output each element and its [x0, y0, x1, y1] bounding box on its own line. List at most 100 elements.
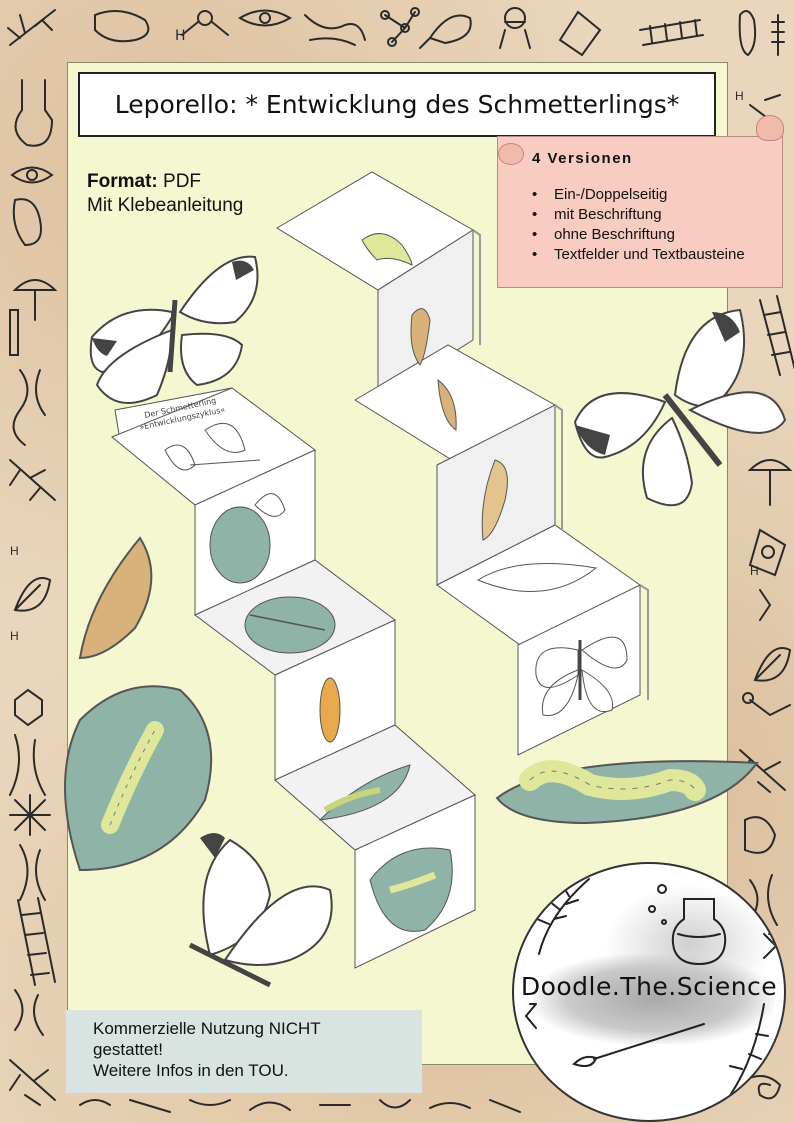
strip-shadow	[472, 229, 649, 700]
leporello-right-strip	[276, 171, 649, 756]
svg-text:H: H	[10, 629, 19, 643]
pupa-icon	[437, 378, 457, 431]
bacterium-doodle-icon	[419, 14, 472, 49]
version-item: Textfelder und Textbausteine	[554, 246, 745, 263]
cabbage-white-butterfly-right-icon	[573, 308, 787, 507]
brand-logo: Doodle.The.Science	[512, 862, 786, 1122]
molecule-doodle-icon: H	[175, 28, 186, 44]
network-doodle-icon	[380, 7, 420, 47]
version-item: mit Beschriftung	[554, 206, 662, 223]
mating-butterflies-icon	[164, 422, 261, 471]
egg-icon	[319, 677, 341, 743]
worm-doodle-icon	[304, 14, 366, 41]
pupa-icon	[410, 308, 431, 366]
bullet-icon: •	[532, 206, 538, 223]
bottom-row-doodles	[79, 1099, 521, 1113]
leaf-left-icon	[13, 577, 52, 612]
atom-doodle-icon	[197, 10, 213, 26]
cell-diamond-icon	[748, 528, 787, 577]
bacteria-left-icon	[12, 198, 42, 247]
notice-line3: Weitere Infos in den TOU.	[93, 1061, 289, 1080]
cell-doodle-icon	[238, 9, 292, 27]
notice-line1: Kommerzielle Nutzung NICHT	[93, 1019, 321, 1038]
format-value: PDF	[163, 171, 202, 192]
cell-right-icon	[744, 816, 777, 854]
chrysalis-icon	[78, 536, 153, 660]
tubes-left-icon	[9, 734, 46, 796]
small-caterpillar-icon	[323, 787, 381, 813]
hexagon-left-icon	[14, 688, 43, 727]
caterpillar-icon	[361, 233, 413, 266]
license-notice: Kommerzielle Nutzung NICHT gestattet! We…	[66, 1010, 422, 1093]
chevron-left-icon	[524, 1003, 537, 1029]
butterfly-side-icon	[476, 563, 598, 593]
butterfly-on-leaf-icon	[254, 493, 286, 517]
cabbage-white-butterfly-icon	[89, 255, 259, 404]
mushroom-right-icon	[747, 459, 793, 506]
atoms-right-icon	[749, 699, 791, 716]
butterfly-bottom-icon	[188, 833, 333, 988]
eaten-leaf-icon	[369, 847, 453, 932]
leaf-right-icon	[753, 647, 792, 682]
flask-icon	[671, 898, 727, 966]
branch-icon	[723, 1003, 769, 1105]
list-item: • mit Beschriftung	[532, 205, 782, 225]
star-cell-icon	[9, 794, 51, 836]
branch-icon	[536, 878, 590, 955]
hatching-butterfly-icon	[481, 459, 508, 541]
cell-dish-doodle-icon	[558, 10, 602, 57]
svg-text:H: H	[750, 564, 759, 578]
versions-list: • Ein-/Doppelseitig • mit Beschriftung • oh…	[532, 185, 782, 265]
tube-doodle-icon	[9, 309, 19, 356]
versions-heading: 4 Versionen	[532, 150, 633, 167]
logo-wordmark: Doodle.The.Science	[520, 972, 778, 1001]
version-item: ohne Beschriftung	[554, 226, 675, 243]
leaf-spine-icon	[771, 14, 785, 56]
scroll-curl-right	[756, 115, 784, 141]
bullet-icon: •	[532, 226, 538, 243]
page-title: Leporello: * Entwicklung des Schmetterli…	[78, 72, 716, 137]
wave-bottom-left-icon	[14, 989, 44, 1036]
butterfly-icon	[535, 636, 628, 716]
svg-text:H: H	[10, 544, 19, 558]
bullet-icon: •	[532, 246, 538, 263]
version-item: Ein-/Doppelseitig	[554, 186, 668, 203]
ladder-right-icon	[759, 295, 794, 376]
logo-doodles	[524, 878, 778, 1105]
list-item: • Textfelder und Textbausteine	[532, 245, 782, 265]
scroll-curl	[498, 143, 524, 165]
caterpillar-on-leaf-icon	[389, 871, 437, 894]
title-text: Leporello: * Entwicklung des Schmetterli…	[114, 90, 680, 119]
tree-left-icon	[9, 459, 56, 501]
ladder-left-icon	[17, 897, 56, 986]
svg-text:H: H	[735, 89, 744, 103]
bacteria-doodle-icon	[94, 10, 150, 43]
eye-cell-icon	[10, 166, 54, 184]
molecule-right-icon	[759, 589, 772, 621]
wave-left-icon	[12, 369, 46, 446]
notice-line2: gestattet!	[93, 1040, 163, 1059]
dna-ladder-icon	[639, 19, 704, 46]
leaf-eggs-icon	[244, 596, 336, 654]
format-line2: Mit Klebeanleitung	[87, 195, 244, 216]
cell-oval-icon	[738, 10, 757, 57]
beaker-doodle-icon	[499, 7, 531, 49]
mushroom-doodle-icon	[12, 279, 58, 321]
versions-scroll: 4 Versionen • Ein-/Doppelseitig • mit Besc…	[497, 115, 784, 288]
list-item: • ohne Beschriftung	[532, 225, 782, 245]
flask-doodle-icon	[14, 79, 54, 147]
brush-icon	[572, 1023, 705, 1067]
branch-doodle-icon	[7, 9, 56, 46]
chevron-right-icon	[763, 933, 778, 959]
spiral-right-icon	[744, 1075, 782, 1100]
list-item: • Ein-/Doppelseitig	[532, 185, 782, 205]
bullet-icon: •	[532, 186, 538, 203]
leaf-icon	[209, 506, 271, 584]
tree-bottom-left-icon	[9, 1059, 56, 1106]
leporello-left-strip: Der Schmetterling »Entwicklungszyklus«	[111, 387, 476, 969]
cell-chain-icon	[19, 844, 46, 901]
format-label: Format:	[87, 171, 158, 192]
format-info: Format: PDF Mit Klebeanleitung	[87, 170, 243, 218]
